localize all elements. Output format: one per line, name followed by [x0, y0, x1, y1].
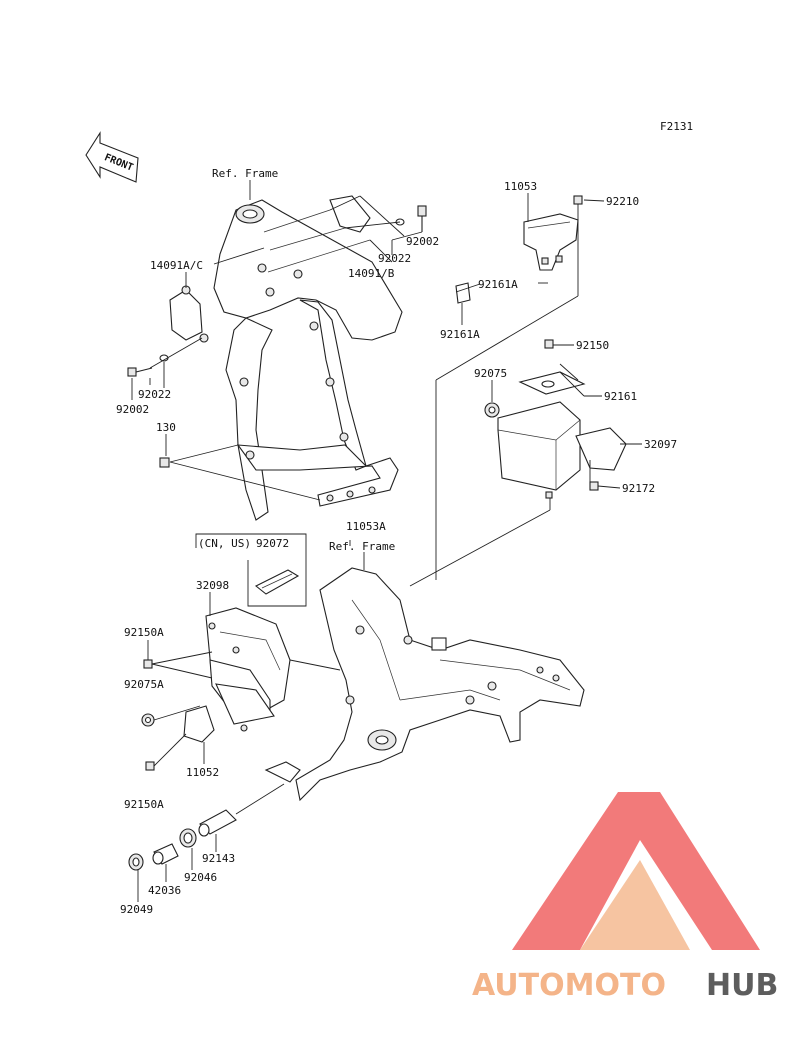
watermark-logo: AUTOMOTO HUB: [472, 792, 778, 1003]
region-note-box: [195, 533, 307, 607]
part-label-92072: 92072: [256, 537, 289, 550]
part-label-92143: 92143: [202, 852, 235, 865]
watermark-brand-part1: AUTOMOTO: [472, 968, 666, 1003]
part-label-32098: 32098: [196, 579, 229, 592]
pivot-parts-drawing: [128, 809, 237, 871]
part-label-92049: 92049: [120, 903, 153, 916]
air-duct-leaders: [147, 592, 341, 767]
ref-frame-label-upper: Ref. Frame: [212, 167, 278, 180]
part-label-11053: 11053: [504, 180, 537, 193]
battery-case-drawing: [484, 339, 627, 499]
part-label-92002-upper: 92002: [406, 235, 439, 248]
bracket-11053-drawing: [455, 195, 583, 304]
part-label-92172: 92172: [622, 482, 655, 495]
lower-frame-leaders: [349, 540, 365, 570]
part-label-92210: 92210: [606, 195, 639, 208]
front-arrow-icon: FRONT: [85, 131, 139, 183]
watermark-triangle-icon: [512, 792, 760, 950]
part-label-92046: 92046: [184, 871, 217, 884]
part-label-11052: 11052: [186, 766, 219, 779]
part-label-130: 130: [156, 421, 176, 434]
upper-frame-drawing: [127, 195, 427, 521]
lower-frame-drawing: [264, 567, 585, 802]
part-label-92075: 92075: [474, 367, 507, 380]
part-label-32097: 32097: [644, 438, 677, 451]
part-label-92150a-upper: 92150A: [124, 626, 164, 639]
part-label-92161: 92161: [604, 390, 637, 403]
part-label-92022-lower: 92022: [138, 388, 171, 401]
part-label-92002-lower: 92002: [116, 403, 149, 416]
region-note-label: (CN, US): [198, 537, 251, 550]
part-label-92150a-lower: 92150A: [124, 798, 164, 811]
watermark-brand-part2: HUB: [706, 968, 778, 1003]
battery-case-leaders: [409, 344, 642, 587]
pivot-parts-leaders: [137, 783, 285, 902]
air-duct-drawing: [141, 607, 291, 771]
ref-frame-label-lower: Ref. Frame: [329, 540, 395, 553]
part-label-92161a-lower: 92161A: [440, 328, 480, 341]
part-label-42036: 42036: [148, 884, 181, 897]
part-label-92075a: 92075A: [124, 678, 164, 691]
part-label-92150: 92150: [576, 339, 609, 352]
upper-frame-leaders: [131, 180, 423, 501]
part-label-14091b: 14091/B: [348, 267, 395, 280]
figure-code: F2131: [660, 120, 693, 133]
part-label-92022-upper: 92022: [378, 252, 411, 265]
part-label-92161a-upper: 92161A: [478, 278, 518, 291]
part-label-14091ac: 14091A/C: [150, 259, 203, 272]
part-label-11053a: 11053A: [346, 520, 386, 533]
bracket-11053-leaders: [435, 193, 605, 580]
